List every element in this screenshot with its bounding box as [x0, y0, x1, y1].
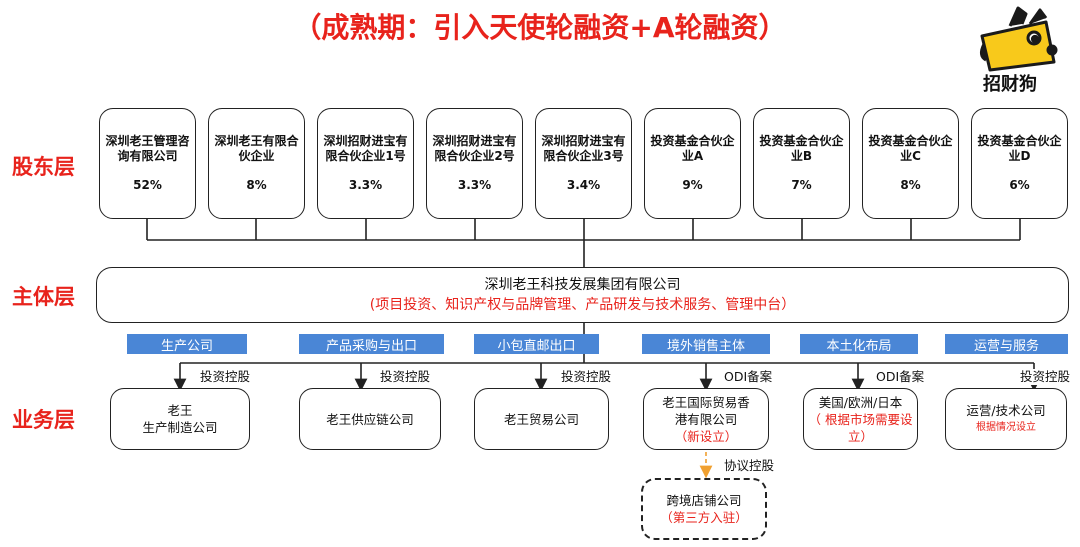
business-name: 运营/技术公司 — [966, 403, 1046, 418]
shareholder-percent: 3.3% — [457, 178, 492, 192]
shareholder-box: 投资基金合伙企业D 6% — [971, 108, 1068, 219]
shareholder-percent: 8% — [246, 178, 267, 192]
shareholder-name: 投资基金合伙企业C — [868, 134, 953, 163]
category-label: 生产公司 — [127, 334, 247, 354]
sub-relation-label: 协议控股 — [722, 458, 777, 474]
shareholder-box: 投资基金合伙企业A 9% — [644, 108, 741, 219]
logo-text: 招财狗 — [983, 74, 1037, 95]
business-box: 老王国际贸易香 港有限公司 （新设立） — [643, 388, 769, 450]
shareholder-percent: 8% — [900, 178, 921, 192]
business-name: 港有限公司 — [674, 411, 738, 427]
shareholder-box: 深圳招财进宝有限合伙企业2号 3.3% — [426, 108, 523, 219]
shareholder-name: 深圳招财进宝有限合伙企业2号 — [432, 134, 517, 163]
business-box: 运营/技术公司 根据情况设立 — [945, 388, 1067, 450]
business-name: 老王 — [167, 403, 193, 418]
shareholder-name: 投资基金合伙企业A — [650, 134, 735, 163]
category-label: 本土化布局 — [800, 334, 918, 354]
category-label: 产品采购与出口 — [299, 334, 444, 354]
dog-logo-icon — [979, 6, 1058, 72]
category-label: 小包直邮出口 — [474, 334, 599, 354]
relation-label: 投资控股 — [198, 369, 253, 385]
shareholder-name: 深圳老王管理咨询有限公司 — [105, 134, 190, 163]
business-note: （新设立） — [674, 428, 738, 444]
shareholder-percent: 3.4% — [566, 178, 601, 192]
shareholder-box: 深圳招财进宝有限合伙企业3号 3.4% — [535, 108, 632, 219]
sub-business-name: 跨境店铺公司 — [666, 493, 742, 508]
business-layer-label: 业务层 — [12, 408, 75, 432]
relation-label: ODI备案 — [722, 369, 775, 385]
relation-label: 投资控股 — [1018, 369, 1073, 385]
main-layer-label: 主体层 — [12, 285, 75, 309]
shareholder-box: 投资基金合伙企业C 8% — [862, 108, 959, 219]
relation-label: 投资控股 — [559, 369, 614, 385]
main-entity-box: 深圳老王科技发展集团有限公司 (项目投资、知识产权与品牌管理、产品研发与技术服务… — [96, 267, 1069, 323]
shareholder-box: 深圳老王管理咨询有限公司 52% — [99, 108, 196, 219]
shareholder-name: 投资基金合伙企业B — [759, 134, 844, 163]
business-name: 老王供应链公司 — [326, 411, 414, 427]
page-title: （成熟期：引入天使轮融资+A轮融资） — [293, 11, 787, 44]
shareholder-box: 深圳招财进宝有限合伙企业1号 3.3% — [317, 108, 414, 219]
business-box: 老王供应链公司 — [299, 388, 441, 450]
shareholder-percent: 6% — [1009, 178, 1030, 192]
main-entity-name: 深圳老王科技发展集团有限公司 — [484, 277, 681, 293]
business-name: 美国/欧洲/日本 — [818, 394, 903, 410]
sub-business-box: 跨境店铺公司 （第三方入驻） — [641, 478, 767, 540]
category-label: 境外销售主体 — [642, 334, 770, 354]
business-box: 美国/欧洲/日本 （ 根据市场需要设立） — [803, 388, 918, 450]
business-note: （ 根据市场需要设立） — [808, 411, 913, 444]
business-note: 根据情况设立 — [976, 422, 1036, 433]
shareholder-percent: 9% — [682, 178, 703, 192]
shareholder-percent: 3.3% — [348, 178, 383, 192]
relation-label: 投资控股 — [378, 369, 433, 385]
main-entity-scope: (项目投资、知识产权与品牌管理、产品研发与技术服务、管理中台） — [369, 297, 796, 313]
business-box: 老王 生产制造公司 — [110, 388, 250, 450]
category-label: 运营与服务 — [945, 334, 1068, 354]
business-name: 老王贸易公司 — [503, 411, 579, 427]
shareholder-percent: 7% — [791, 178, 812, 192]
business-name: 老王国际贸易香 — [662, 394, 750, 410]
shareholder-name: 深圳招财进宝有限合伙企业3号 — [541, 134, 626, 163]
business-name: 生产制造公司 — [142, 420, 218, 435]
shareholder-name: 投资基金合伙企业D — [977, 134, 1062, 163]
shareholder-name: 深圳招财进宝有限合伙企业1号 — [323, 134, 408, 163]
shareholder-box: 深圳老王有限合伙企业 8% — [208, 108, 305, 219]
shareholder-percent: 52% — [133, 178, 162, 192]
business-box: 老王贸易公司 — [474, 388, 609, 450]
shareholder-layer-label: 股东层 — [12, 155, 75, 179]
sub-business-note: （第三方入驻） — [660, 510, 748, 525]
shareholder-box: 投资基金合伙企业B 7% — [753, 108, 850, 219]
shareholder-name: 深圳老王有限合伙企业 — [214, 134, 299, 163]
relation-label: ODI备案 — [874, 369, 927, 385]
